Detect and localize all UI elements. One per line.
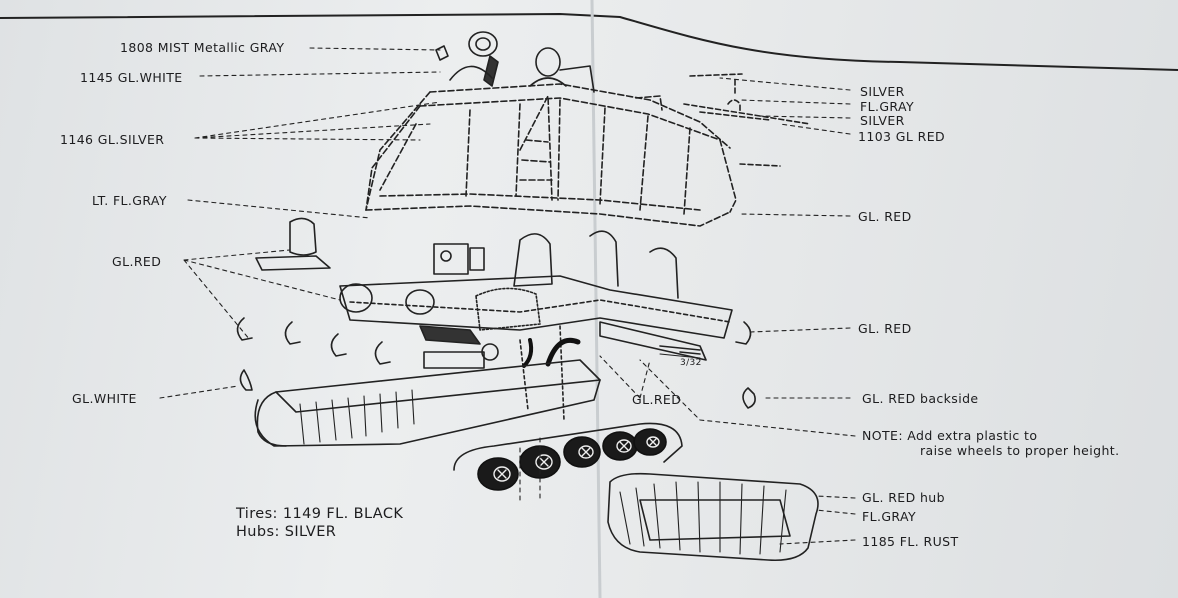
chassis-deck	[339, 275, 733, 361]
label-gl-red-backside: GL. RED backside	[862, 391, 979, 406]
grab-handles	[236, 317, 752, 391]
roof-beacon-part	[435, 31, 499, 87]
dimension-label: 3/32	[680, 358, 702, 368]
sheet-fold-line	[0, 12, 1178, 71]
road-wheel-assembly	[453, 422, 683, 491]
label-hubs: Hubs: SILVER	[236, 524, 337, 540]
roof-antenna-part	[683, 73, 811, 167]
cab-canopy-frame	[365, 83, 737, 227]
label-gl-white-1145: 1145 GL.WHITE	[80, 70, 183, 85]
loose-seat-left	[255, 217, 331, 271]
label-gl-red-hub: GL. RED hub	[862, 490, 945, 505]
label-fl-rust-1185: 1185 FL. RUST	[862, 534, 959, 549]
label-fl-gray-top: FL.GRAY	[860, 99, 915, 114]
suspension-mount	[423, 325, 581, 421]
label-gl-red-center: GL.RED	[632, 392, 682, 407]
note-line-2: raise wheels to proper height.	[920, 443, 1120, 458]
track-right-loose	[607, 472, 819, 562]
track-left	[254, 359, 601, 447]
note-line-1: NOTE: Add extra plastic to	[862, 428, 1038, 443]
leader-lines	[159, 47, 856, 545]
label-gl-red-1103: 1103 GL RED	[858, 129, 946, 144]
seat-row	[513, 230, 679, 299]
cab-roof-seat-parts	[449, 47, 595, 93]
label-silver-top: SILVER	[860, 84, 905, 99]
label-fl-gray-tread: FL.GRAY	[862, 509, 917, 524]
crease-shadow	[590, 0, 602, 598]
label-gl-silver-1146: 1146 GL.SILVER	[60, 132, 165, 147]
label-gl-red-right-1: GL. RED	[858, 209, 912, 224]
label-gl-red-left: GL.RED	[112, 254, 162, 269]
dimension-arrow	[659, 353, 701, 359]
label-silver-mid: SILVER	[860, 113, 905, 128]
label-mist-gray: 1808 MIST Metallic GRAY	[120, 40, 285, 55]
rear-hook-part	[742, 387, 756, 409]
label-gl-white-left: GL.WHITE	[72, 391, 137, 406]
label-gl-red-right-2: GL. RED	[858, 321, 912, 336]
label-tires: Tires: 1149 FL. BLACK	[236, 506, 404, 522]
engine-block	[433, 243, 485, 275]
label-lt-fl-gray: LT. FL.GRAY	[92, 193, 167, 208]
